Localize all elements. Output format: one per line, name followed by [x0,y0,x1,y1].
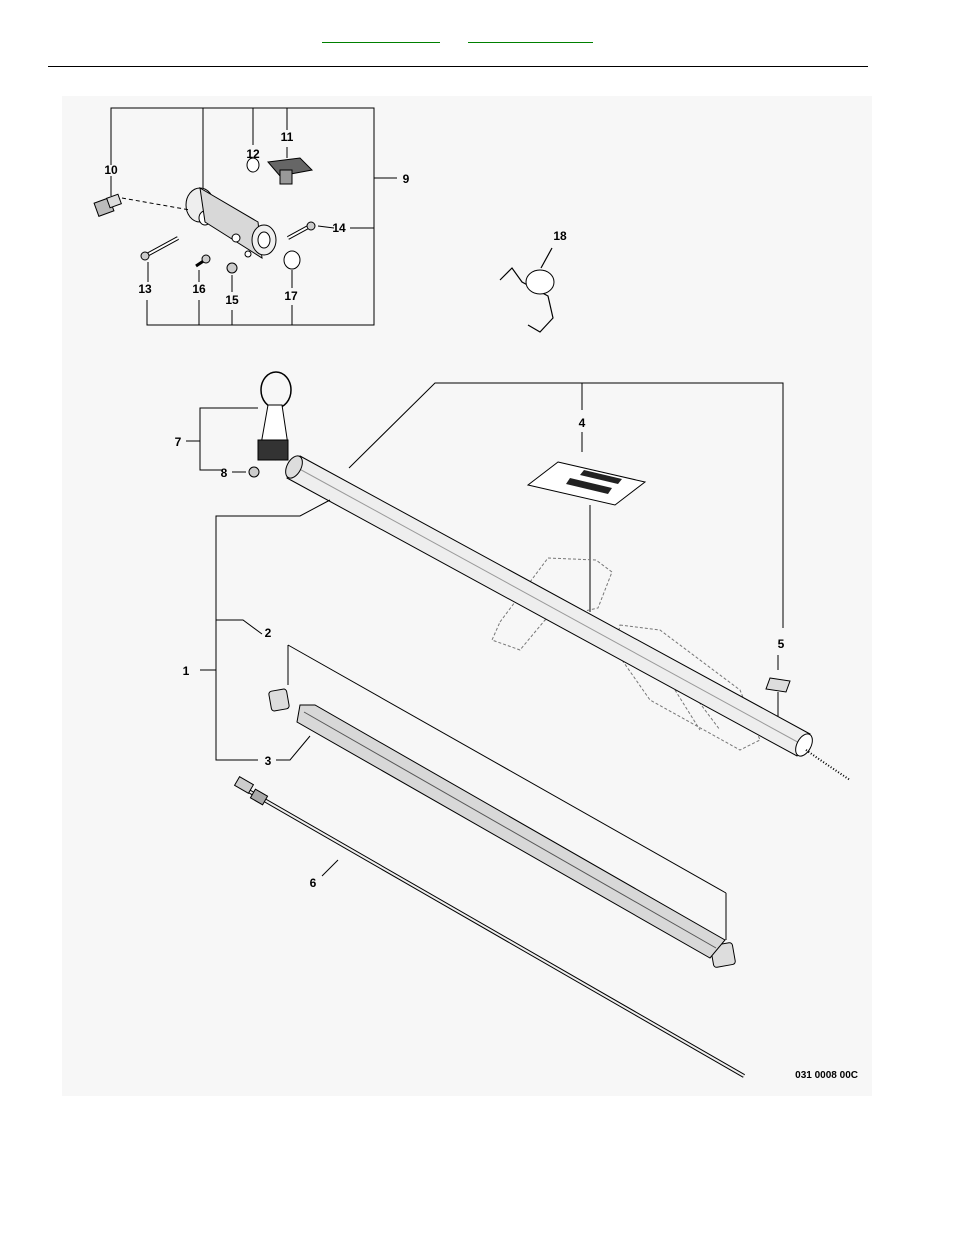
diagram-background [62,96,872,1096]
callout-9: 9 [403,172,410,186]
part-2-bushing [268,689,289,712]
part-8-screw [249,467,259,477]
part-15-nut [227,263,237,273]
callout-1: 1 [183,664,190,678]
part-17-washer [284,251,300,269]
callout-7: 7 [175,435,182,449]
drawing-code: 031 0008 00C [795,1070,858,1081]
callout-14: 14 [332,221,346,235]
callout-13: 13 [138,282,152,296]
callout-12: 12 [246,147,260,161]
callout-8: 8 [221,466,228,480]
callout-5: 5 [778,637,785,651]
callout-6: 6 [310,876,317,890]
callout-2: 2 [265,626,272,640]
callout-4: 4 [579,416,586,430]
callout-10: 10 [104,163,118,177]
callout-16: 16 [192,282,206,296]
callout-17: 17 [284,289,298,303]
callout-18: 18 [553,229,567,243]
part-5-decal [766,678,790,692]
callout-15: 15 [225,293,239,307]
callout-3: 3 [265,754,272,768]
callout-11: 11 [281,130,294,144]
part-18-pad [526,270,554,294]
